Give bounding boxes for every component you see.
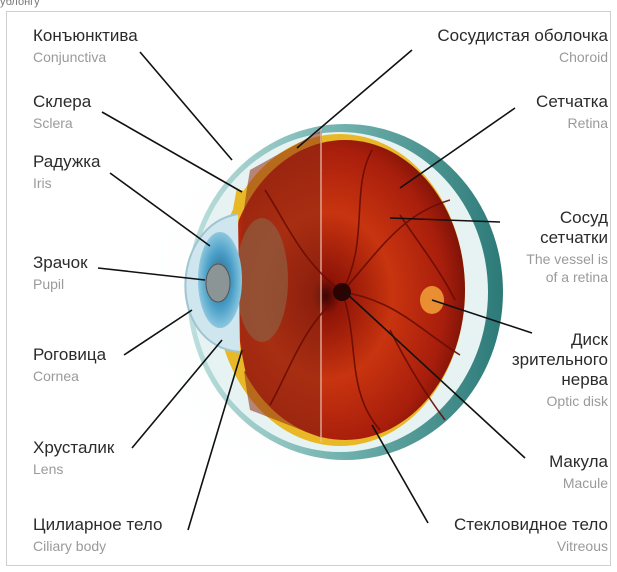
label-retina-vessel: Сосуд сетчатки The vessel is of a retina [526, 208, 608, 286]
label-sclera: Склера Sclera [33, 92, 91, 132]
label-cornea: Роговица Cornea [33, 345, 106, 385]
label-lens: Хрусталик Lens [33, 438, 114, 478]
label-vitreous: Стекловидное тело Vitreous [454, 515, 608, 555]
lens-body [236, 218, 288, 342]
label-choroid: Сосудистая оболочка Choroid [437, 26, 608, 66]
label-macula: Макула Macule [549, 452, 608, 492]
label-retina: Сетчатка Retina [536, 92, 608, 132]
pupil-disc [206, 264, 230, 302]
label-iris: Радужка Iris [33, 152, 100, 192]
label-pupil: Зрачок Pupil [33, 253, 88, 293]
label-ciliary-body: Цилиарное тело Ciliary body [33, 515, 162, 555]
macula-spot [333, 283, 351, 301]
label-optic-disk: Диск зрительного нерва Optic disk [512, 330, 608, 410]
label-conjunctiva: Конъюнктива Conjunctiva [33, 26, 138, 66]
